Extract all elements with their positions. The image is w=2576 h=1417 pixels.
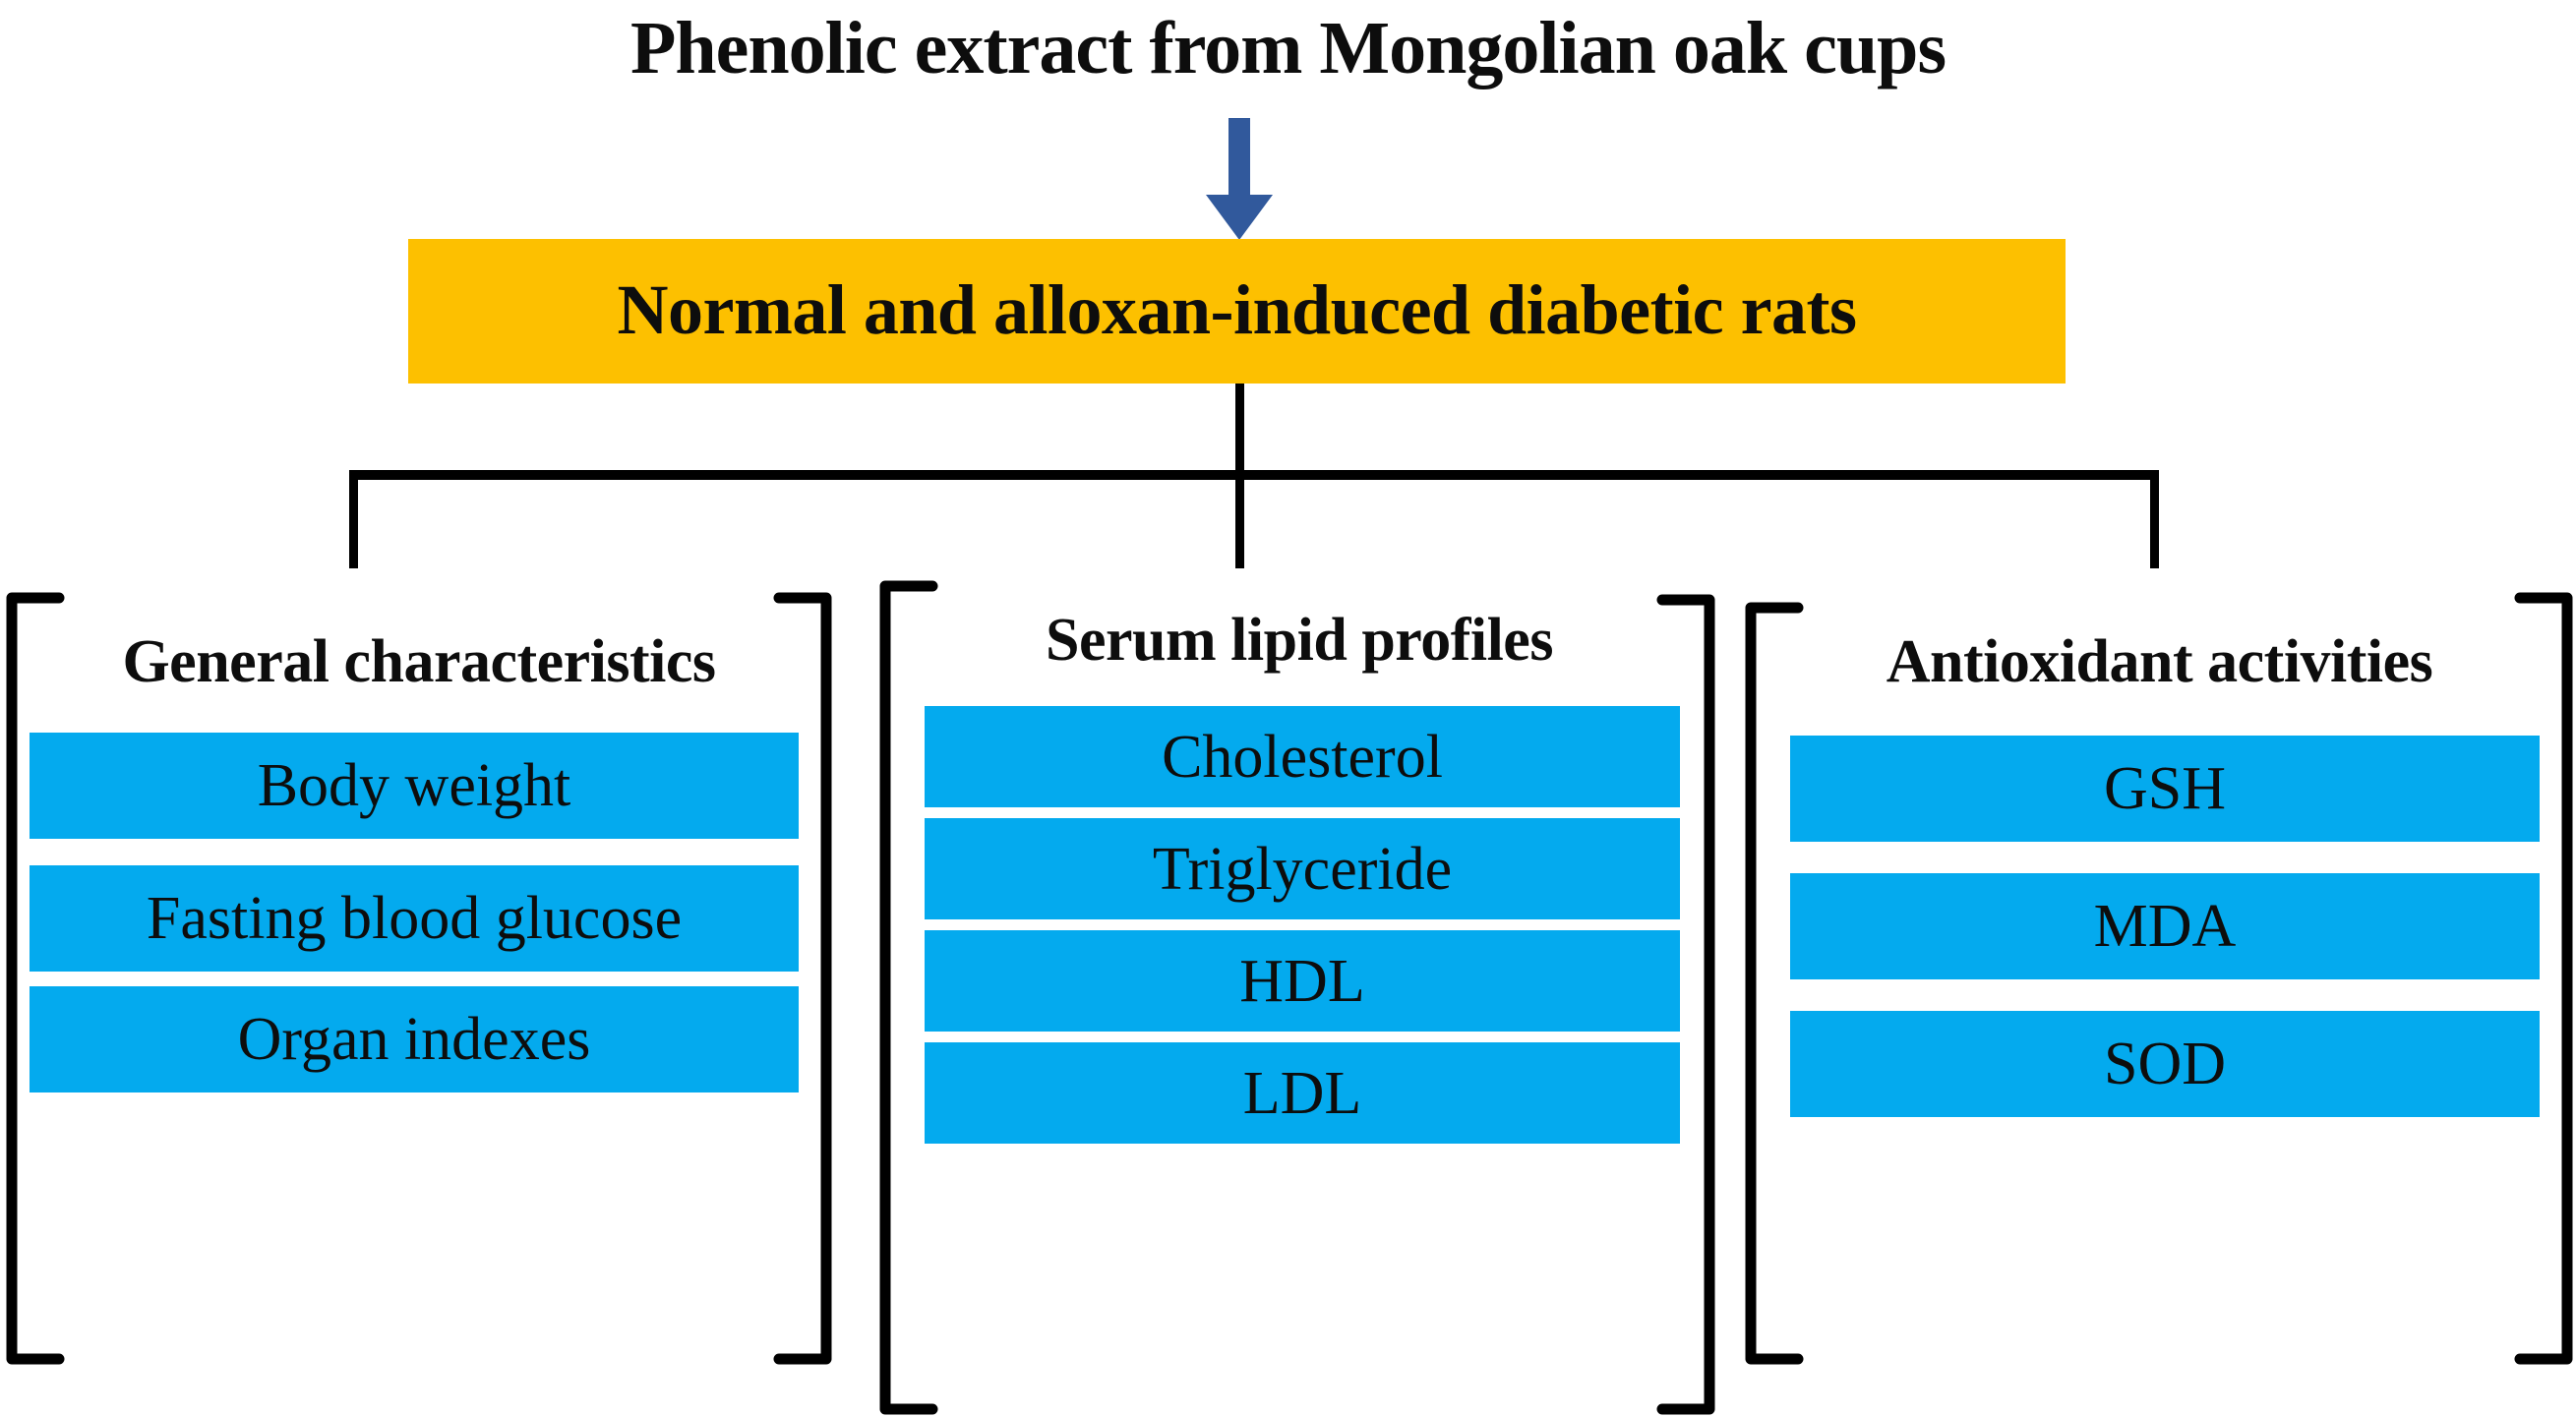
subject-box-label: Normal and alloxan-induced diabetic rats — [617, 270, 1857, 349]
connector-horizontal — [349, 470, 2159, 480]
item-box-body-weight[interactable]: Body weight — [30, 733, 799, 839]
item-label-gsh: GSH — [2103, 755, 2227, 822]
item-label-mda: MDA — [2093, 893, 2237, 960]
connector-drop-left — [349, 470, 358, 568]
down-arrow-icon — [1202, 118, 1277, 240]
item-label-triglyceride: Triglyceride — [1152, 835, 1453, 903]
item-box-ldl[interactable]: LDL — [925, 1042, 1680, 1144]
group-title-serum-lipid-profiles: Serum lipid profiles — [1046, 607, 1553, 674]
item-box-organ-indexes[interactable]: Organ indexes — [30, 986, 799, 1092]
group-general-characteristics: General characteristics Body weight Fast… — [0, 590, 838, 1367]
group-title-antioxidant-activities: Antioxidant activities — [1886, 628, 2433, 695]
item-label-organ-indexes: Organ indexes — [237, 1006, 591, 1073]
subject-box: Normal and alloxan-induced diabetic rats — [408, 239, 2066, 384]
item-label-sod: SOD — [2103, 1031, 2227, 1097]
diagram-title: Phenolic extract from Mongolian oak cups — [629, 7, 1947, 89]
item-label-fasting-blood-glucose: Fasting blood glucose — [146, 885, 683, 952]
item-box-sod[interactable]: SOD — [1790, 1011, 2540, 1117]
group-serum-lipid-profiles: Serum lipid profiles Cholesterol Triglyc… — [877, 578, 1721, 1417]
item-box-fasting-blood-glucose[interactable]: Fasting blood glucose — [30, 865, 799, 972]
item-box-hdl[interactable]: HDL — [925, 930, 1680, 1032]
item-label-body-weight: Body weight — [257, 752, 571, 819]
group-title-general-characteristics: General characteristics — [122, 628, 716, 695]
item-box-cholesterol[interactable]: Cholesterol — [925, 706, 1680, 807]
bracket-serum-lipid-profiles — [879, 580, 1715, 1415]
item-label-hdl: HDL — [1239, 947, 1365, 1015]
connector-drop-right — [2150, 470, 2159, 568]
item-label-cholesterol: Cholesterol — [1162, 723, 1443, 791]
item-label-ldl: LDL — [1242, 1059, 1362, 1127]
group-antioxidant-activities: Antioxidant activities GSH MDA SOD — [1743, 590, 2576, 1367]
bracket-antioxidant-activities — [1745, 592, 2573, 1365]
item-box-mda[interactable]: MDA — [1790, 873, 2540, 979]
bracket-general-characteristics — [6, 592, 832, 1365]
item-box-gsh[interactable]: GSH — [1790, 736, 2540, 842]
item-box-triglyceride[interactable]: Triglyceride — [925, 818, 1680, 919]
